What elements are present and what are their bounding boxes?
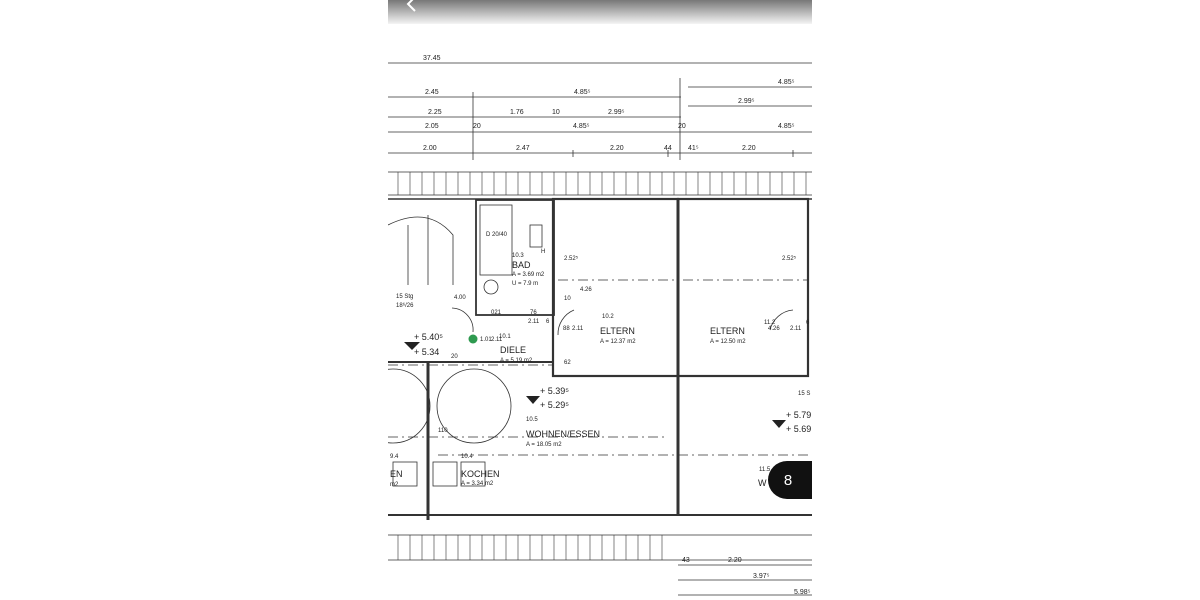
dim-note: 2.11 xyxy=(572,326,584,332)
dim-text: 44 xyxy=(664,145,672,152)
level-marker: + 5.29⁵ xyxy=(540,400,569,410)
dim-text: 41⁵ xyxy=(688,145,699,152)
dim-text: 2.20 xyxy=(728,557,742,564)
level-marker: + 5.40⁵ xyxy=(414,332,443,342)
room-number: 10.2 xyxy=(602,314,614,320)
dim-text: 43 xyxy=(682,557,690,564)
dim-text: 20 xyxy=(678,123,686,130)
dim-note: 021 xyxy=(491,310,502,316)
dim-text: 2.00 xyxy=(423,145,437,152)
room-number: 10.3 xyxy=(512,253,524,259)
room-number: 11.2 xyxy=(764,320,776,326)
room-area: A = 3.69 m2 xyxy=(512,272,545,278)
dim-text: 20 xyxy=(473,123,481,130)
room-area: A = 3.34 m2 xyxy=(461,481,494,487)
dim-note: 4.00 xyxy=(454,295,466,301)
dim-text: 3.97⁵ xyxy=(753,573,770,580)
floor-plan: 37.45 4.85⁵ 2.45 4.85⁵ 2.99⁵ 2.25 1.76 1… xyxy=(388,55,812,596)
dim-note: 62 xyxy=(564,360,571,366)
room-area: A = 12.50 m2 xyxy=(710,339,746,345)
room-name-diele: DIELE xyxy=(500,345,526,355)
room-name-kochen: KOCHEN xyxy=(461,469,500,479)
dim-note: 20 xyxy=(451,354,458,360)
dim-text: 4.85⁵ xyxy=(573,123,590,130)
dim-text: 4.85⁵ xyxy=(778,123,795,130)
dim-text: 2.99⁵ xyxy=(738,98,755,105)
dim-note: 4.26 xyxy=(768,326,780,332)
viewer-top-bar xyxy=(388,0,812,24)
level-marker: + 5.34 xyxy=(414,347,439,357)
room-name-partial: EN xyxy=(390,469,403,479)
room-number: 9.4 xyxy=(390,454,399,460)
room-number: 11.5 xyxy=(759,467,771,473)
room-number: 10.1 xyxy=(499,334,511,340)
dim-text: 2.20 xyxy=(610,145,624,152)
chevron-left-icon[interactable] xyxy=(404,0,420,12)
room-area: A = 18.05 m2 xyxy=(526,442,562,448)
page-number-badge[interactable]: 8 xyxy=(768,461,812,499)
dim-note: 6 xyxy=(806,320,810,326)
room-area: m2 xyxy=(390,482,399,488)
dim-note: 6 xyxy=(546,319,550,325)
wc-note: H xyxy=(541,249,545,255)
dim-text: 2.20 xyxy=(742,145,756,152)
dim-note: 1.01 xyxy=(480,337,492,343)
level-marker: + 5.69 xyxy=(786,424,811,434)
dim-text: 1.76 xyxy=(510,109,524,116)
level-marker: + 5.79 xyxy=(786,410,811,420)
dim-note: 2.11 xyxy=(528,319,540,325)
dim-text: 5.98⁵ xyxy=(794,589,811,596)
image-viewer: 37.45 4.85⁵ 2.45 4.85⁵ 2.99⁵ 2.25 1.76 1… xyxy=(388,0,812,600)
room-name-eltern: ELTERN xyxy=(710,326,745,336)
dim-note: 10 xyxy=(564,296,571,302)
dim-text: 10 xyxy=(552,109,560,116)
marker-dot xyxy=(468,334,478,344)
dim-text: 2.47 xyxy=(516,145,530,152)
dim-text: 2.45 xyxy=(425,89,439,96)
dim-text: 4.85⁵ xyxy=(574,89,591,96)
room-perimeter: U = 7.9 m xyxy=(512,281,538,287)
dim-text: 2.99⁵ xyxy=(608,109,625,116)
dim-note: 88 xyxy=(563,326,570,332)
room-area: A = 5.19 m2 xyxy=(500,358,533,364)
stair-note: 15 Stg xyxy=(396,294,413,300)
room-area: A = 12.37 m2 xyxy=(600,339,636,345)
dim-note: 2.11 xyxy=(790,326,802,332)
dim-note: 2.11 xyxy=(491,337,503,343)
dim-note: 110 xyxy=(438,428,448,434)
dim-note: 2.52⁵ xyxy=(782,255,797,262)
dim-text: 2.05 xyxy=(425,123,439,130)
room-name-eltern: ELTERN xyxy=(600,326,635,336)
dim-note: 76 xyxy=(530,310,537,316)
page-number: 8 xyxy=(783,471,793,489)
dim-text: 2.25 xyxy=(428,109,442,116)
dim-note: 4.26 xyxy=(580,287,592,293)
room-number: 10.4 xyxy=(461,454,473,460)
dim-text: 4.85⁵ xyxy=(778,79,795,86)
shower-note: D 20/40 xyxy=(486,232,508,238)
stair-note: 18⁶/26 xyxy=(396,302,414,309)
dim-note: 2.52⁵ xyxy=(564,255,579,262)
room-number: 10.5 xyxy=(526,417,538,423)
room-name-wohnen: WOHNEN/ESSEN xyxy=(526,429,600,439)
level-marker: + 5.39⁵ xyxy=(540,386,569,396)
stair-note: 15 S xyxy=(798,391,810,397)
room-name-bad: BAD xyxy=(512,260,531,270)
dim-total: 37.45 xyxy=(423,55,441,62)
room-name-partial: W xyxy=(758,478,767,488)
